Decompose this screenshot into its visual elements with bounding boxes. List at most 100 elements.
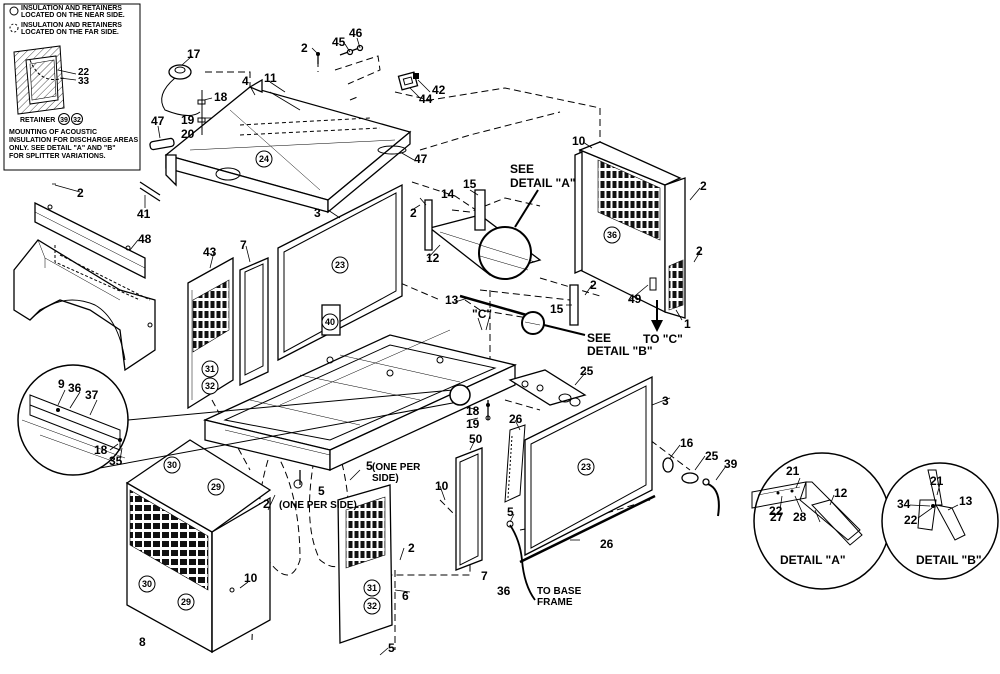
see-detail-b-line-2: DETAIL "B": [587, 344, 653, 358]
svg-text:23: 23: [581, 462, 591, 472]
callout-22b: 22: [904, 513, 918, 527]
callout-27: 27: [770, 510, 784, 524]
callout-5c: 5: [507, 505, 514, 519]
svg-text:30: 30: [142, 579, 152, 589]
badge-30-upper: 30: [163, 456, 181, 474]
callout-46: 46: [349, 26, 363, 40]
callout-36b: 36: [497, 584, 511, 598]
callout-49: 49: [628, 292, 642, 306]
callout-22a: 22: [769, 504, 783, 518]
callout-19b: 19: [466, 417, 480, 431]
callout-14: 14: [441, 187, 455, 201]
rod-assembly-25: [508, 369, 587, 407]
callout-15: 15: [463, 177, 477, 191]
callout-5d: 5: [388, 641, 395, 655]
callout-4: 4: [242, 74, 249, 88]
strip-26: [504, 424, 656, 564]
one-per-side-label-b1: (ONE PER: [372, 462, 421, 473]
legend-callout-33: 33: [78, 76, 90, 87]
callout-12b: 12: [834, 486, 848, 500]
callout-10: 10: [572, 134, 586, 148]
callout-20: 20: [181, 127, 195, 141]
callout-2c: 2: [77, 186, 84, 200]
near-side-circle-icon: [9, 6, 19, 16]
callout-7-lower: 7: [481, 569, 488, 583]
one-per-side-label-b2: SIDE): [372, 473, 399, 484]
roof-panel: [164, 78, 412, 214]
callout-41: 41: [137, 207, 151, 221]
svg-text:29: 29: [211, 482, 221, 492]
legend-line-1: INSULATION AND RETAINERS: [21, 5, 122, 12]
badge-31-lower: 31: [363, 579, 381, 597]
see-detail-a-line-2: DETAIL "A": [510, 176, 576, 190]
callout-5b: 5: [366, 459, 373, 473]
callout-42: 42: [432, 83, 446, 97]
callout-18c: 18: [466, 404, 480, 418]
badge-40: 40: [321, 313, 339, 331]
see-detail-a-line-1: SEE: [510, 162, 534, 176]
callout-28: 28: [793, 510, 807, 524]
rail-13: [459, 294, 531, 318]
svg-text:31: 31: [205, 364, 215, 374]
callout-5a: 5: [318, 484, 325, 498]
callout-21b: 21: [930, 474, 944, 488]
callout-44: 44: [419, 92, 433, 106]
insulation-sketch: [13, 45, 77, 115]
legend-line-4: LOCATED ON THE FAR SIDE.: [21, 29, 119, 36]
badge-31-upper: 31: [201, 360, 219, 378]
svg-text:32: 32: [367, 601, 377, 611]
badge-29-upper: 29: [207, 478, 225, 496]
callout-16: 16: [680, 436, 694, 450]
callout-50: 50: [469, 432, 483, 446]
front-enclosure-8: [125, 439, 272, 654]
badge-30-lower: 30: [138, 575, 156, 593]
callout-39: 39: [724, 457, 738, 471]
callout-10b: 10: [435, 479, 449, 493]
callout-2d: 2: [410, 206, 417, 220]
svg-text:36: 36: [607, 230, 617, 240]
legend-callout-22: 22: [78, 67, 90, 78]
callout-15b: 15: [550, 302, 564, 316]
badge-23-lower: 23: [577, 458, 595, 476]
one-per-side-label-a: (ONE PER SIDE): [279, 500, 357, 511]
callout-2g: 2: [263, 497, 270, 511]
badge-32-upper: 32: [201, 377, 219, 395]
svg-text:24: 24: [259, 154, 269, 164]
legend-line-2: LOCATED ON THE NEAR SIDE.: [21, 12, 125, 19]
legend-note-3: ONLY. SEE DETAIL "A" AND "B": [9, 145, 116, 152]
callout-35: 35: [109, 454, 123, 468]
callout-2e: 2: [696, 244, 703, 258]
callout-26: 26: [509, 412, 523, 426]
retainer-badge-1-text: 39: [60, 117, 68, 124]
badge-32-lower: 32: [363, 597, 381, 615]
callout-labels: 17 18 19 20 47 2 4 11 45 46 42 44 47 10 …: [58, 26, 973, 655]
zoom-detail-a-source: [478, 189, 539, 280]
zoom-detail-b-source: [521, 311, 586, 336]
detail-a-circle: [751, 452, 891, 590]
zoom-detail-left: [17, 364, 471, 476]
svg-text:31: 31: [367, 583, 377, 593]
svg-text:32: 32: [205, 381, 215, 391]
retainer-badge-2-text: 32: [73, 117, 81, 124]
retainer-badge-2: [71, 113, 83, 125]
callout-6: 6: [402, 589, 409, 603]
svg-text:30: 30: [167, 460, 177, 470]
callout-36: 36: [68, 381, 82, 395]
callout-13: 13: [445, 293, 459, 307]
side-shroud: [13, 239, 156, 372]
text-annotations: SEE DETAIL "A" SEE DETAIL "B" TO "C" "C"…: [279, 162, 982, 608]
callout-11: 11: [264, 71, 277, 85]
callout-47b: 47: [414, 152, 428, 166]
to-base-frame-line-1: TO BASE: [537, 586, 582, 597]
detail-b-title: DETAIL "B": [916, 553, 982, 567]
svg-text:40: 40: [325, 317, 335, 327]
leader-lines: [52, 37, 959, 656]
callout-2b: 2: [700, 179, 707, 193]
legend-line-3: INSULATION AND RETAINERS: [21, 22, 122, 29]
callout-43: 43: [203, 245, 217, 259]
callout-37: 37: [85, 388, 99, 402]
callout-8: 8: [139, 635, 146, 649]
legend-retainer-label: RETAINER: [20, 117, 55, 124]
c-mark-label: "C": [472, 307, 492, 321]
